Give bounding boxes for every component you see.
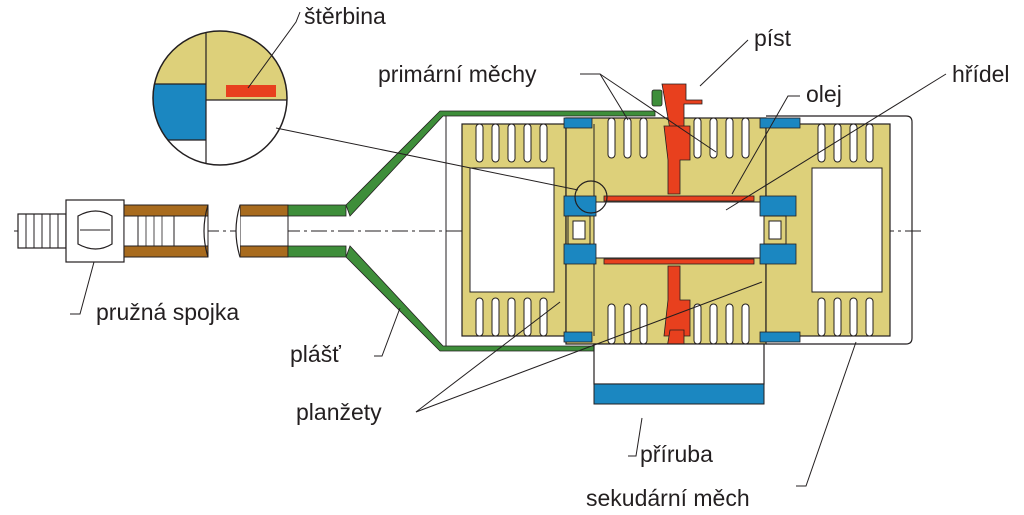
- label-primarni-mechy: primární měchy: [378, 61, 537, 87]
- piston: [603, 83, 755, 377]
- detail-circle: [574, 180, 608, 214]
- label-sekundarni-mech: sekudární měch: [586, 485, 750, 511]
- shaft-bearings: [567, 215, 787, 245]
- label-pruzna-spojka: pružná spojka: [96, 299, 239, 325]
- label-hridel: hřídel: [952, 61, 1010, 87]
- elastic-coupling: [17, 199, 125, 263]
- primary-bellows-left: [461, 123, 567, 337]
- label-sterbina: štěrbina: [304, 3, 386, 29]
- label-priruba: příruba: [640, 441, 713, 467]
- detail-connector: [275, 127, 579, 191]
- secondary-bellows: [765, 115, 913, 345]
- flange: [593, 343, 765, 405]
- label-olej: olej: [806, 81, 842, 107]
- primary-bellows-center: [565, 117, 767, 345]
- magnifier-detail: [152, 30, 288, 166]
- label-pist: píst: [754, 25, 792, 51]
- label-planzety: planžety: [296, 399, 382, 425]
- diaphragms: [563, 117, 801, 343]
- label-plast: plášť: [290, 341, 341, 367]
- leader-lines: [70, 11, 947, 487]
- connecting-tube: [123, 204, 289, 258]
- shell: [287, 110, 656, 352]
